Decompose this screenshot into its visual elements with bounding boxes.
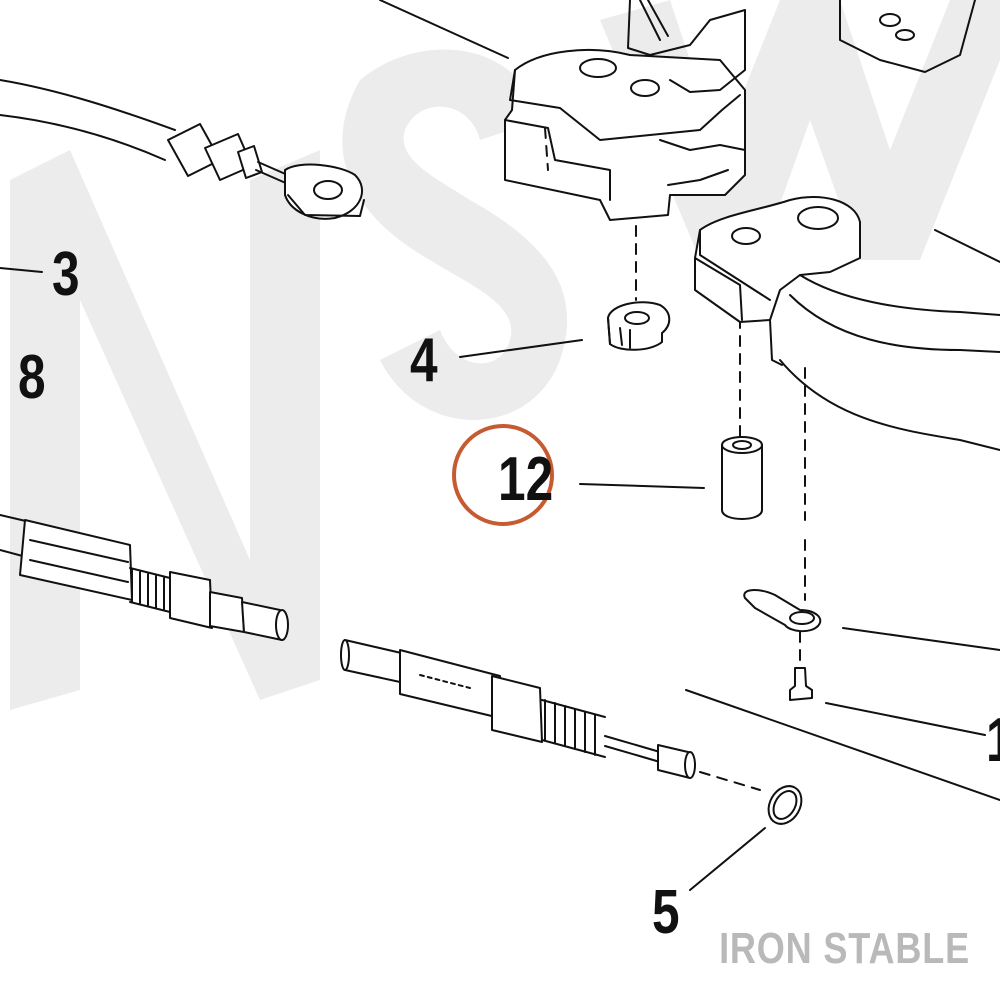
left-lower-cable xyxy=(0,514,289,641)
callout-1: 1 xyxy=(986,710,1000,772)
background-watermark xyxy=(10,0,1000,710)
part-12-bushing xyxy=(579,436,763,520)
callout-5: 5 xyxy=(652,878,680,947)
part-5-o-ring xyxy=(689,785,803,891)
center-lower-cable xyxy=(340,639,1000,801)
alignment-guides xyxy=(544,127,806,666)
right-lever-bracket xyxy=(694,196,1000,451)
upper-cable-assembly xyxy=(0,79,365,220)
callout-12: 12 xyxy=(498,445,554,514)
small-lever-and-screw xyxy=(743,589,1000,736)
callout-4: 4 xyxy=(410,326,438,395)
thread-center xyxy=(541,699,606,758)
callout-3: 3 xyxy=(52,240,80,309)
highlight-ring xyxy=(452,424,554,526)
callout-8: 8 xyxy=(18,343,46,412)
leader-3 xyxy=(0,267,43,273)
brand-watermark: IRON STABLE xyxy=(719,924,970,973)
upper-bracket xyxy=(379,0,976,221)
thread-left xyxy=(129,567,171,613)
part-4-clip xyxy=(459,301,671,358)
